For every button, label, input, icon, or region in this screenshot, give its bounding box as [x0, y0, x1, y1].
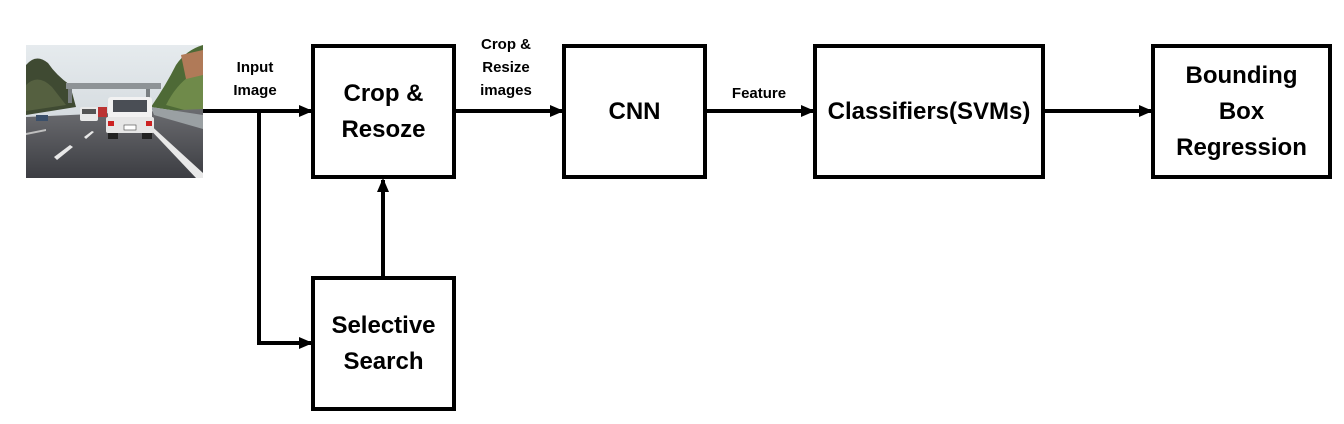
edge-label-crop-resize-images: Crop & Resize images [480, 36, 532, 99]
edge-input-to-selective-search [257, 111, 313, 349]
cnn-label: CNN [608, 97, 661, 125]
bbox-regression-label: Bounding Box Regression [1176, 61, 1307, 161]
bbox-regression-node: Bounding Box Regression [1151, 44, 1332, 179]
classifiers-label: Classifiers(SVMs) [827, 97, 1031, 125]
road-scene-photo-icon [26, 45, 203, 178]
crop-resize-label: Crop & Resoze [341, 79, 426, 143]
classifiers-node: Classifiers(SVMs) [813, 44, 1045, 179]
crop-resize-node: Crop & Resoze [311, 44, 456, 179]
selective-search-label: Selective Search [331, 311, 436, 375]
edge-label-input-image: Input Image [233, 59, 277, 99]
input-road-photo [26, 45, 203, 178]
edge-label-feature: Feature [731, 85, 787, 102]
cnn-node: CNN [562, 44, 707, 179]
selective-search-node: Selective Search [311, 276, 456, 411]
